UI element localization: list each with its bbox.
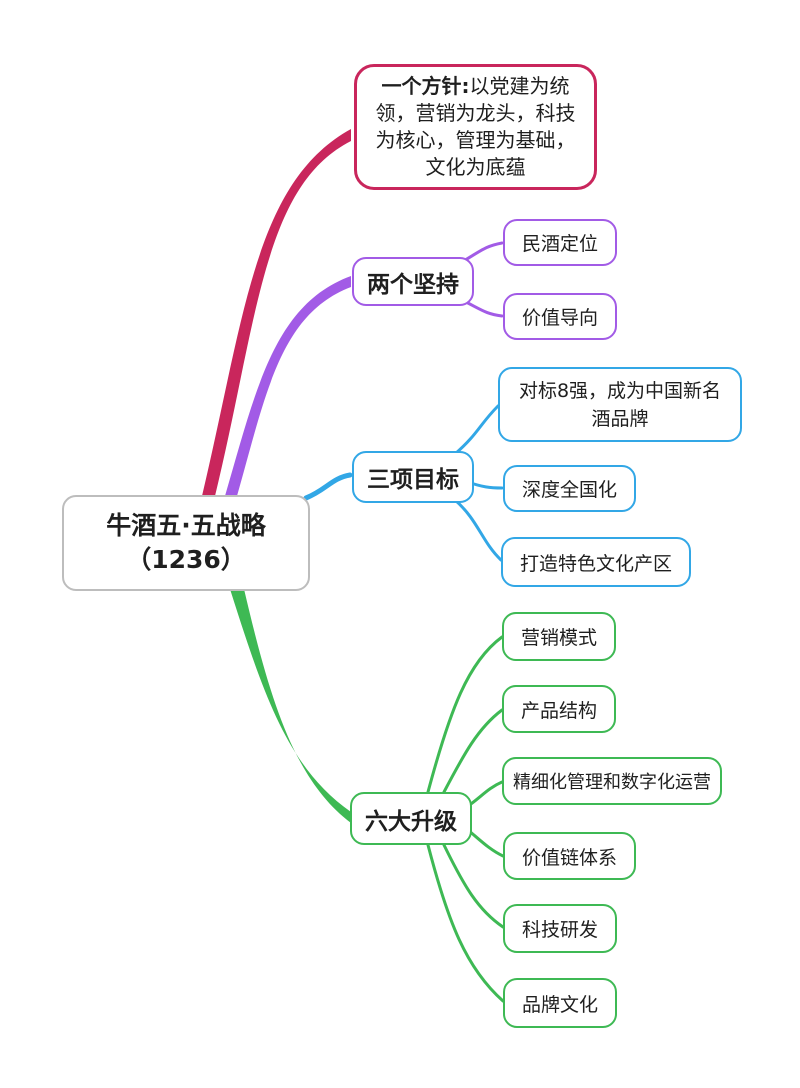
connector-root-to-goals [303,472,353,501]
node-branch-six-upgrades[interactable]: 六大升级 [350,792,472,845]
connector-upgrades-to-tech-rd [442,843,505,929]
node-child-product-structure[interactable]: 产品结构 [502,685,617,733]
node-child-people-wine-positioning[interactable]: 民酒定位 [503,219,618,266]
policy-text-lead: 一个方针: [381,74,470,98]
policy-text: 一个方针:以党建为统领，营销为龙头，科技为核心，管理为基础，文化为底蕴 [367,73,584,181]
node-child-value-chain-system[interactable]: 价值链体系 [503,832,637,880]
root-title-line1: 牛酒五·五战略 [106,511,266,540]
connector-root-to-adherences [225,276,351,496]
node-child-benchmark-top8[interactable]: 对标8强，成为中国新名酒品牌 [498,367,742,442]
connector-goals-to-culture-zone [453,498,503,562]
connector-root-to-policy [202,129,351,496]
connector-upgrades-to-product-structure [442,708,504,794]
node-child-tech-rd[interactable]: 科技研发 [503,904,618,953]
node-branch-three-goals[interactable]: 三项目标 [352,451,474,503]
connector-upgrades-to-value-chain [466,828,505,858]
node-child-marketing-model[interactable]: 营销模式 [502,612,617,661]
node-branch-one-policy[interactable]: 一个方针:以党建为统领，营销为龙头，科技为核心，管理为基础，文化为底蕴 [354,64,597,190]
connector-goals-to-benchmark [453,404,500,456]
node-child-deep-nationalization[interactable]: 深度全国化 [503,465,637,512]
node-root-strategy[interactable]: 牛酒五·五战略 （1236） [62,495,310,591]
connector-upgrades-to-brand-culture [426,843,505,1003]
policy-text-body: 以党建为统领，营销为龙头，科技为核心，管理为基础，文化为底蕴 [375,74,576,179]
node-child-cultural-production-zone[interactable]: 打造特色文化产区 [501,537,692,587]
connector-root-to-upgrades [230,589,351,823]
node-child-refined-management-digital-operation[interactable]: 精细化管理和数字化运营 [502,757,722,805]
node-branch-two-adherences[interactable]: 两个坚持 [352,257,474,306]
node-child-brand-culture[interactable]: 品牌文化 [503,978,618,1028]
root-title-line2: （1236） [126,545,246,574]
connector-upgrades-to-marketing-model [426,635,504,794]
node-child-value-orientation[interactable]: 价值导向 [503,293,618,340]
connector-upgrades-to-refined-management [466,780,504,808]
